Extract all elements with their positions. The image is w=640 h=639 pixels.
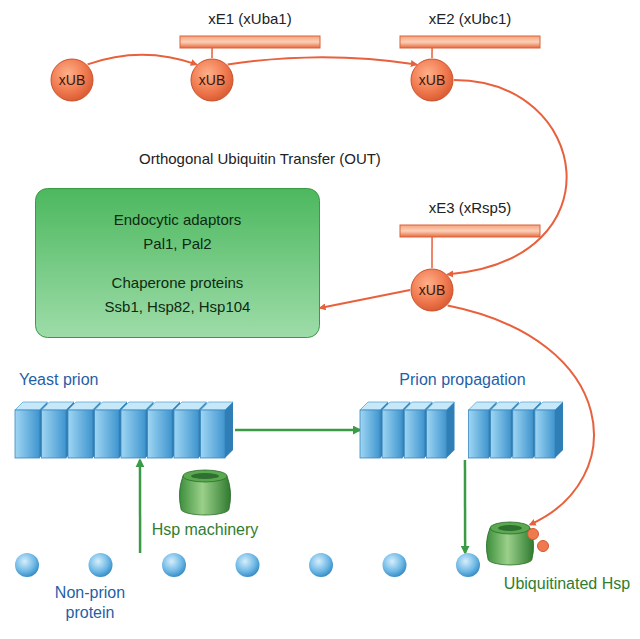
shape-art xyxy=(35,188,320,338)
shape-art xyxy=(400,36,540,48)
ub-disc xyxy=(191,59,233,101)
box-line: Chaperone proteins xyxy=(47,273,308,293)
protein-bead xyxy=(383,553,407,577)
process-caption: Orthogonal Ubiquitin Transfer (OUT) xyxy=(60,150,460,169)
block-face xyxy=(148,410,173,458)
connector xyxy=(448,80,567,274)
bar-body xyxy=(400,225,540,237)
connector xyxy=(139,460,142,553)
target-box: Endocytic adaptorsPal1, Pal2Chaperone pr… xyxy=(35,188,320,338)
block-face xyxy=(535,410,555,458)
connector xyxy=(464,460,467,553)
block-face xyxy=(95,410,120,458)
hsp-barrel: Ubiquitinated Hsp xyxy=(485,520,535,566)
hsp-barrel: Hsp machinery xyxy=(178,468,232,516)
connector xyxy=(431,48,433,58)
barrel-top xyxy=(183,470,227,482)
circle-label: xUB xyxy=(190,58,234,102)
shape-label: Non-prion protein xyxy=(30,583,150,623)
circle-label: xUB xyxy=(410,58,454,102)
shape-art xyxy=(15,553,480,577)
shape-art xyxy=(485,520,535,566)
box-line: Ssb1, Hsp82, Hsp104 xyxy=(47,297,308,317)
shape-art xyxy=(15,400,235,460)
block-side xyxy=(225,402,233,458)
prion-fibril: Yeast prion xyxy=(15,400,235,460)
ub-disc xyxy=(51,59,93,101)
block-face xyxy=(42,410,67,458)
protein-bead xyxy=(162,553,186,577)
shape-label: Yeast prion xyxy=(19,370,179,390)
circle-label: xUB xyxy=(50,58,94,102)
block-face xyxy=(469,410,489,458)
enzyme-bar: xE2 (xUbc1) xyxy=(400,36,540,48)
barrel-top xyxy=(490,522,530,534)
box-body xyxy=(36,189,320,338)
ubiquitin-circle: xUB xyxy=(190,58,234,102)
enzyme-bar: xE3 (xRsp5) xyxy=(400,225,540,237)
ub-disc xyxy=(411,59,453,101)
connector xyxy=(228,57,417,64)
ubiquitin-circle: xUB xyxy=(50,58,94,102)
shape-label: Prion propagation xyxy=(360,370,565,390)
shape-label: Hsp machinery xyxy=(133,520,277,540)
block-face xyxy=(404,410,424,458)
shape-label: Ubiquitinated Hsp xyxy=(503,574,631,594)
barrel-hole xyxy=(191,473,219,479)
ubiquitin-circle: xUB xyxy=(410,58,454,102)
enzyme-bar: xE1 (xUba1) xyxy=(180,36,320,48)
connector xyxy=(448,306,594,525)
box-line: Pal1, Pal2 xyxy=(47,234,308,254)
block-face xyxy=(201,410,226,458)
protein-beads: Non-prion protein xyxy=(15,553,480,577)
block-face xyxy=(491,410,511,458)
shape-art xyxy=(400,225,540,237)
block-face xyxy=(382,410,402,458)
shape-label: xE1 (xUba1) xyxy=(180,10,320,29)
block-face xyxy=(360,410,380,458)
shape-art xyxy=(178,468,232,516)
ubiquitin-circle: xUB xyxy=(410,268,454,312)
ub-dot xyxy=(528,529,539,540)
protein-bead xyxy=(309,553,333,577)
barrel-hole xyxy=(498,525,522,531)
connector xyxy=(320,290,410,308)
bar-body xyxy=(400,36,540,48)
block-face xyxy=(426,410,446,458)
protein-bead xyxy=(89,553,113,577)
shape-label: xE3 (xRsp5) xyxy=(400,199,540,218)
box-line: Endocytic adaptors xyxy=(47,210,308,230)
block-face xyxy=(174,410,199,458)
protein-bead xyxy=(456,553,480,577)
prion-fibril: Prion propagation xyxy=(360,400,565,460)
connector xyxy=(431,237,433,268)
ub-disc xyxy=(411,269,453,311)
connector xyxy=(88,55,197,65)
shape-label: xE2 (xUbc1) xyxy=(400,10,540,29)
block-face xyxy=(15,410,40,458)
block-face xyxy=(513,410,533,458)
circle-label: xUB xyxy=(410,268,454,312)
block-side xyxy=(555,402,563,458)
block-side xyxy=(447,402,455,458)
shape-art xyxy=(180,36,320,48)
block-face xyxy=(121,410,146,458)
bar-body xyxy=(180,36,320,48)
block-face xyxy=(68,410,93,458)
connector xyxy=(235,429,360,432)
connector xyxy=(211,48,213,58)
protein-bead xyxy=(236,553,260,577)
ub-dot xyxy=(538,541,549,552)
protein-bead xyxy=(15,553,39,577)
shape-art xyxy=(360,400,565,460)
